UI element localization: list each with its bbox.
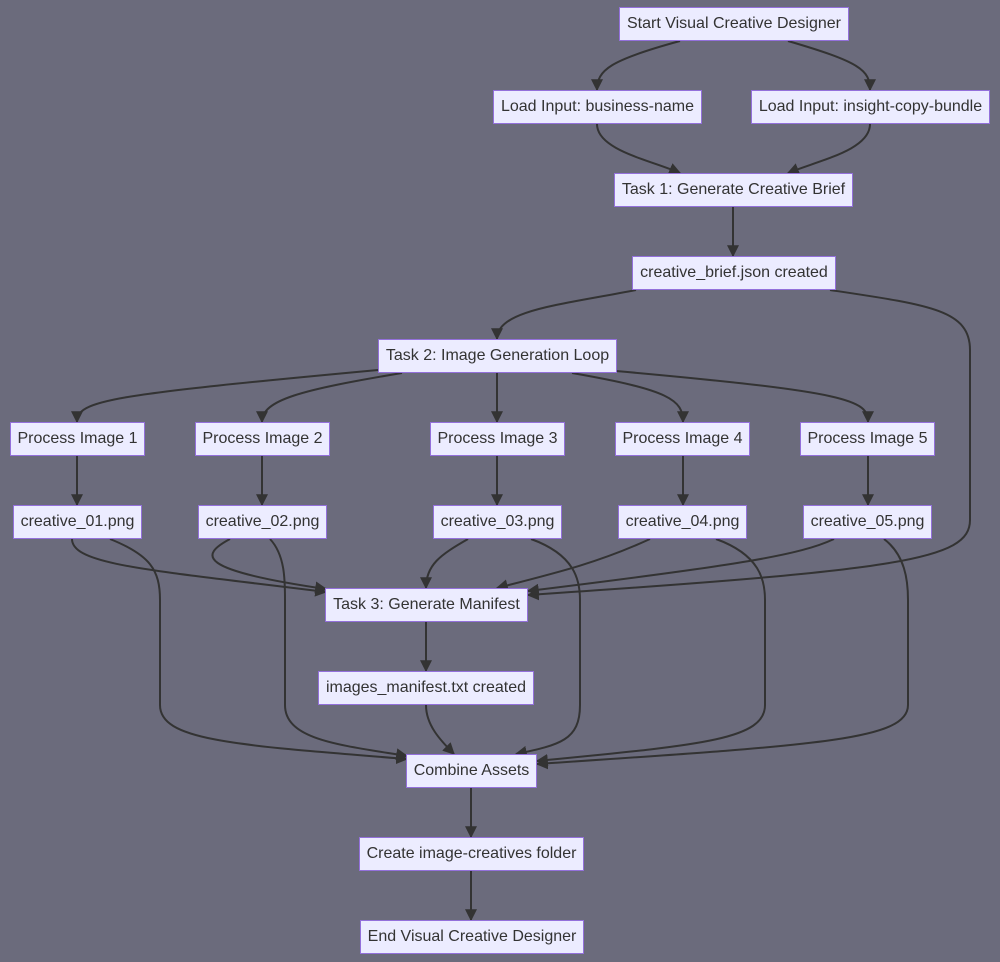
node-create-folder: Create image-creatives folder [359, 837, 584, 871]
edge-creative4-to-combine [535, 538, 766, 766]
edge-creative4-to-task3 [495, 538, 651, 592]
node-creative-04: creative_04.png [618, 505, 747, 539]
node-process-image-1: Process Image 1 [10, 422, 145, 456]
node-combine-assets: Combine Assets [406, 754, 537, 788]
node-creative-02: creative_02.png [198, 505, 327, 539]
edge-creative5-to-combine [535, 538, 909, 770]
edge-creative3-to-task3 [420, 538, 469, 590]
node-brief-created: creative_brief.json created [632, 256, 836, 290]
edge-load-insight-to-task1 [786, 123, 871, 175]
node-process-image-4: Process Image 4 [615, 422, 750, 456]
edge-manifest-to-combine [425, 704, 455, 755]
node-process-image-3: Process Image 3 [430, 422, 565, 456]
edge-task2-to-process4 [571, 372, 689, 424]
edge-creative1-to-task3 [71, 538, 328, 597]
node-process-image-5: Process Image 5 [800, 422, 935, 456]
node-manifest-created: images_manifest.txt created [318, 671, 534, 705]
edge-load-business-to-task1 [596, 123, 682, 175]
node-process-image-2: Process Image 2 [195, 422, 330, 456]
node-creative-01: creative_01.png [13, 505, 142, 539]
edge-task2-to-process1 [71, 369, 379, 424]
edge-start-to-load-insight [787, 40, 876, 92]
node-creative-05: creative_05.png [803, 505, 932, 539]
node-creative-03: creative_03.png [433, 505, 562, 539]
edge-brief-to-task2 [491, 289, 637, 341]
edge-creative2-to-combine [269, 538, 409, 761]
edge-creative5-to-task3 [526, 538, 835, 596]
node-task2-image-loop: Task 2: Image Generation Loop [378, 339, 617, 373]
edge-task2-to-process5 [615, 370, 874, 424]
edge-brief-to-task3 [526, 289, 971, 601]
node-end: End Visual Creative Designer [360, 920, 584, 954]
node-load-insight-copy-bundle: Load Input: insight-copy-bundle [751, 90, 990, 124]
edge-start-to-load-business [591, 40, 681, 92]
node-start: Start Visual Creative Designer [619, 7, 849, 41]
node-task1-generate-brief: Task 1: Generate Creative Brief [614, 173, 853, 207]
edge-creative1-to-combine [109, 538, 409, 765]
edge-task2-to-process2 [256, 372, 403, 424]
edge-creative3-to-combine [514, 538, 581, 758]
node-task3-generate-manifest: Task 3: Generate Manifest [325, 588, 528, 622]
node-load-business-name: Load Input: business-name [493, 90, 702, 124]
edge-creative2-to-task3 [211, 538, 328, 594]
